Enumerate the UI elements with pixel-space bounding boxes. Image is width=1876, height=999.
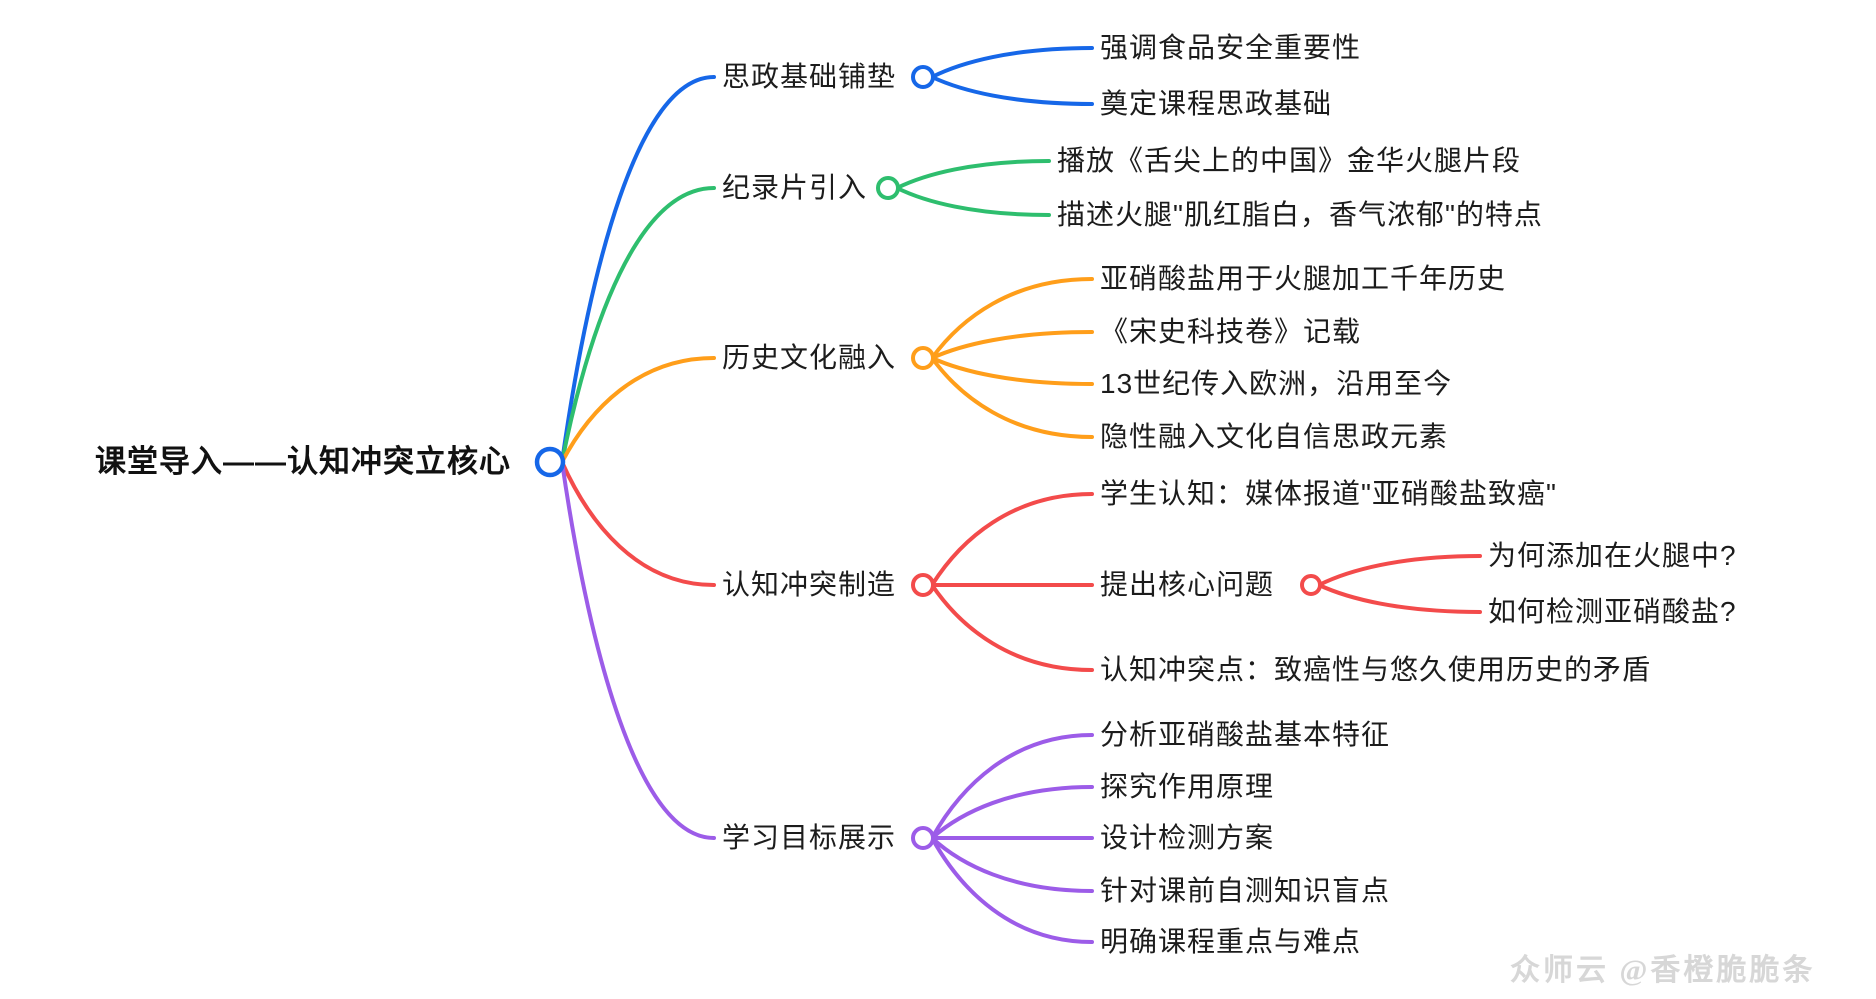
leaf-xuexi-mubiao-0[interactable]: 分析亚硝酸盐基本特征 [1100,719,1391,750]
edge-renzhi-chongtu-leaf-1-child-1 [1317,583,1482,614]
watermark: 众师云 @香橙脆脆条 [1510,954,1816,987]
collapse-toggle-renzhi-chongtu[interactable] [911,573,935,597]
collapse-toggle-renzhi-chongtu-leaf-1[interactable] [1300,574,1322,596]
leaf-jilupian-yinru-0[interactable]: 播放《舌尖上的中国》金华火腿片段 [1057,145,1522,176]
collapse-toggle-sizheng-jichu[interactable] [911,65,935,89]
edge-xuexi-mubiao-leaf-1 [930,785,1094,840]
leaf-lishi-wenhua-1[interactable]: 《宋史科技卷》记载 [1100,316,1362,347]
edge-sizheng-jichu-leaf-0 [930,46,1094,79]
edge-renzhi-chongtu-leaf-2 [930,583,1094,672]
edge-jilupian-yinru-leaf-0 [895,159,1051,190]
leaf-lishi-wenhua-2[interactable]: 13世纪传入欧洲，沿用至今 [1100,368,1453,399]
collapse-toggle-lishi-wenhua[interactable] [911,346,935,370]
branch-label-sizheng-jichu[interactable]: 思政基础铺垫 [722,61,897,92]
collapse-toggle-xuexi-mubiao[interactable] [911,826,935,850]
branch-label-lishi-wenhua[interactable]: 历史文化融入 [722,342,897,373]
leaf-renzhi-chongtu-1[interactable]: 提出核心问题 [1100,569,1275,600]
leaf-sizheng-jichu-1[interactable]: 奠定课程思政基础 [1100,88,1333,119]
subleaf-renzhi-chongtu-1-0[interactable]: 为何添加在火腿中? [1488,540,1737,571]
edge-sizheng-jichu-leaf-1 [930,75,1094,106]
edge-lishi-wenhua-leaf-2 [930,356,1094,386]
edge-root-xuexi-mubiao [560,460,716,840]
leaf-sizheng-jichu-0[interactable]: 强调食品安全重要性 [1100,32,1362,63]
collapse-toggle-jilupian-yinru[interactable] [876,176,900,200]
leaf-lishi-wenhua-3[interactable]: 隐性融入文化自信思政元素 [1100,421,1449,452]
edge-lishi-wenhua-leaf-0 [930,277,1094,360]
subleaf-renzhi-chongtu-1-1[interactable]: 如何检测亚硝酸盐? [1488,596,1737,627]
edge-root-lishi-wenhua [560,356,716,464]
edge-root-renzhi-chongtu [560,460,716,587]
collapse-toggle-root[interactable] [534,446,566,478]
branch-label-xuexi-mubiao[interactable]: 学习目标展示 [722,822,897,853]
edge-lishi-wenhua-leaf-3 [930,356,1094,439]
leaf-xuexi-mubiao-2[interactable]: 设计检测方案 [1100,822,1275,853]
root-topic[interactable]: 课堂导入——认知冲突立核心 [95,444,511,479]
leaf-lishi-wenhua-0[interactable]: 亚硝酸盐用于火腿加工千年历史 [1100,263,1507,294]
edge-renzhi-chongtu-leaf-0 [930,492,1094,587]
branch-label-jilupian-yinru[interactable]: 纪录片引入 [722,172,868,203]
branch-label-renzhi-chongtu[interactable]: 认知冲突制造 [722,569,897,600]
leaf-xuexi-mubiao-1[interactable]: 探究作用原理 [1100,771,1275,802]
edge-root-sizheng-jichu [560,75,716,464]
leaf-xuexi-mubiao-4[interactable]: 明确课程重点与难点 [1100,926,1362,957]
leaf-renzhi-chongtu-2[interactable]: 认知冲突点：致癌性与悠久使用历史的矛盾 [1100,654,1652,685]
leaf-renzhi-chongtu-0[interactable]: 学生认知：媒体报道"亚硝酸盐致癌" [1100,478,1557,509]
edge-lishi-wenhua-leaf-1 [930,330,1094,360]
edge-renzhi-chongtu-leaf-1-child-0 [1317,554,1482,587]
edge-xuexi-mubiao-leaf-0 [930,733,1094,840]
edge-root-jilupian-yinru [560,186,716,464]
edge-jilupian-yinru-leaf-1 [895,186,1051,217]
edge-xuexi-mubiao-leaf-3 [930,836,1094,893]
leaf-xuexi-mubiao-3[interactable]: 针对课前自测知识盲点 [1100,875,1391,906]
edge-xuexi-mubiao-leaf-4 [930,836,1094,944]
leaf-jilupian-yinru-1[interactable]: 描述火腿"肌红脂白，香气浓郁"的特点 [1057,199,1543,230]
